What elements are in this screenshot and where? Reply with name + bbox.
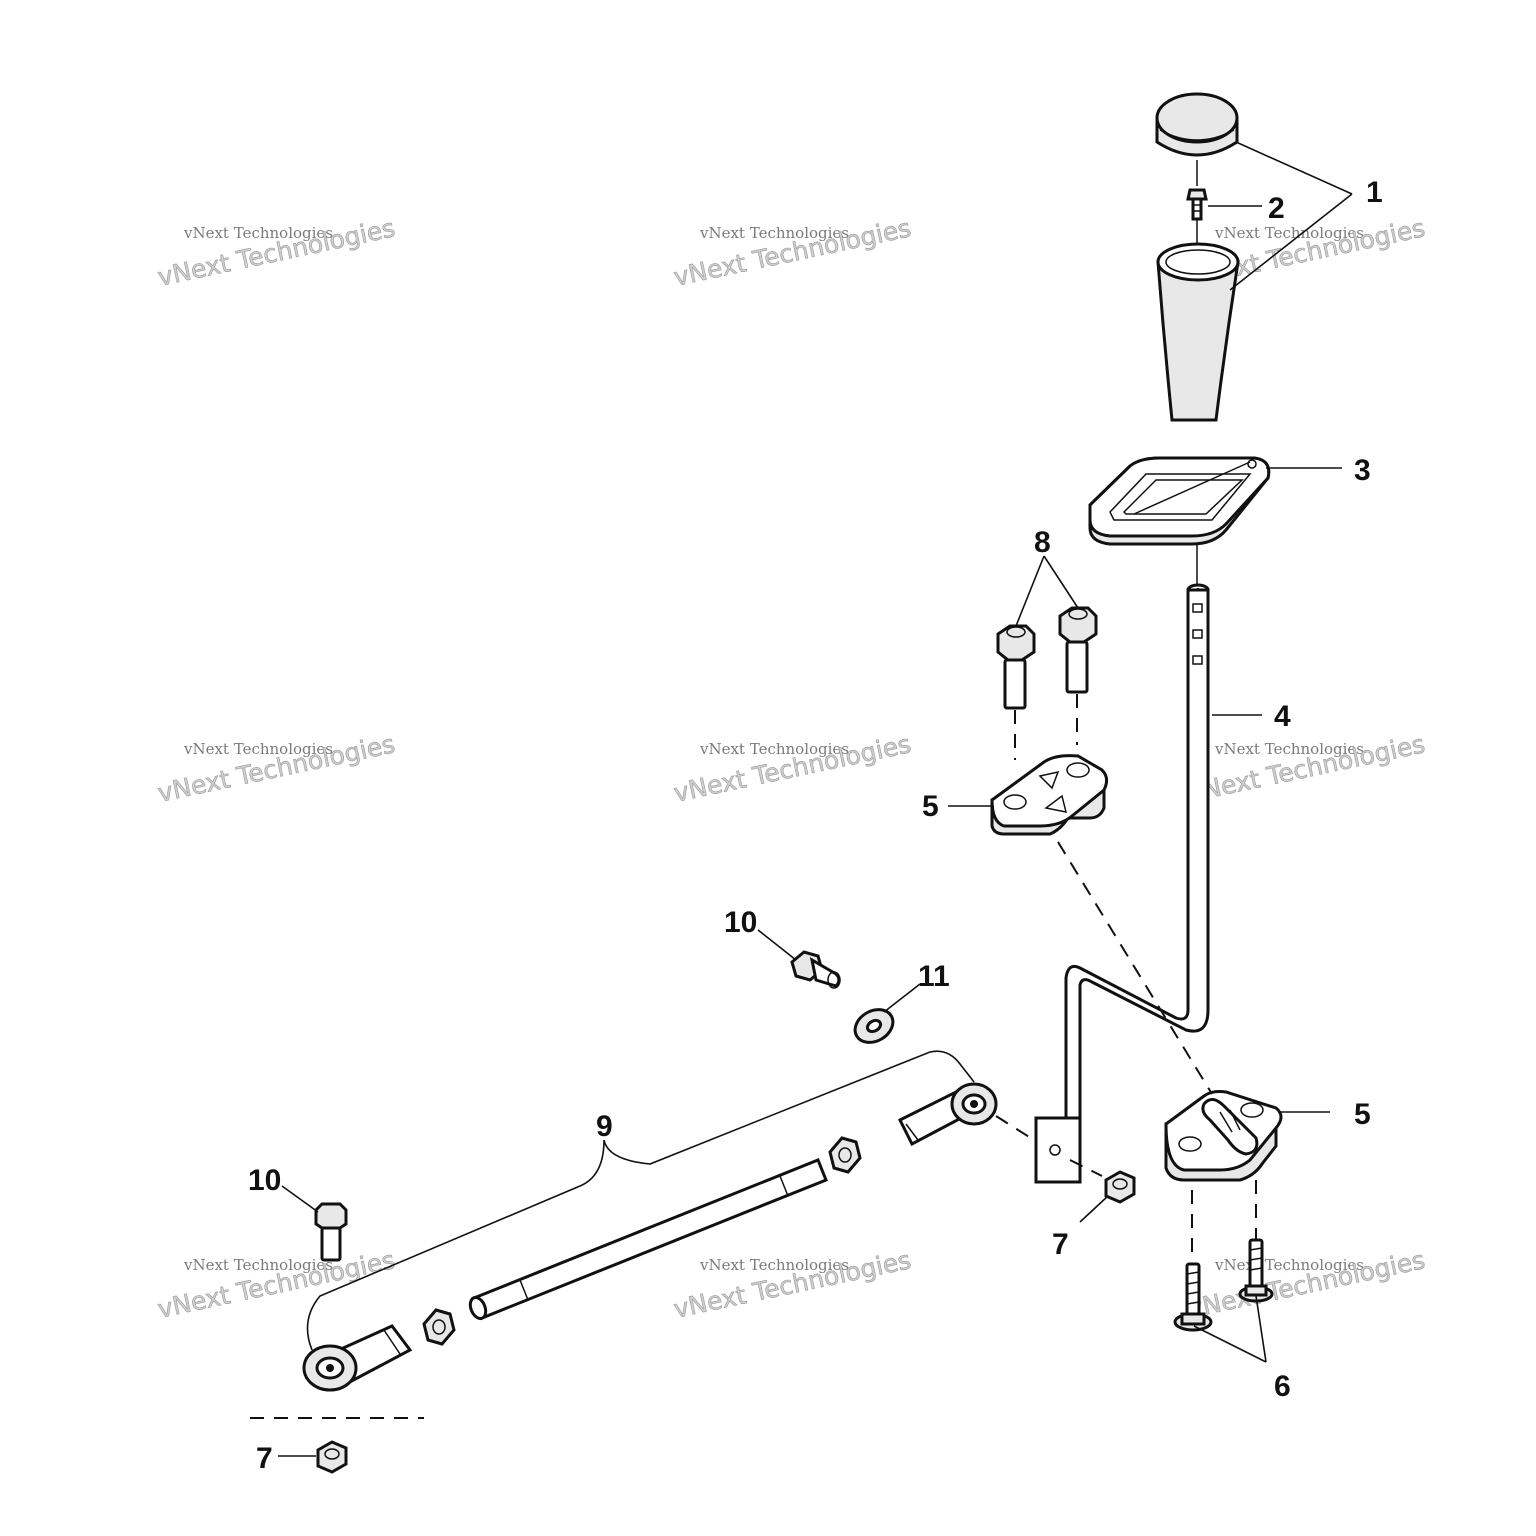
callout-10-upper: 10 [724,906,757,939]
watermark-top-center: vNext Technologies vNext Technologies [671,213,914,292]
callout-5-upper: 5 [922,790,939,823]
svg-text:vNext Technologies: vNext Technologies [699,1256,849,1274]
callout-9: 9 [596,1110,613,1143]
watermark-top-left: vNext Technologies vNext Technologies [155,213,398,292]
clamp-upper [990,754,1109,836]
rod-end-right [897,1082,998,1147]
knob-grip [1156,242,1240,422]
set-screw [1186,188,1208,221]
nut-bottom-left [316,1440,348,1474]
clamp-lower [1164,1090,1283,1182]
rod-end-left [302,1324,413,1392]
callout-8: 8 [1034,526,1051,559]
svg-text:vNext Technologies: vNext Technologies [183,740,333,758]
watermark-mid-center: vNext Technologies vNext Technologies [671,729,914,808]
bolt-left [996,624,1036,710]
bolt-upper [790,950,841,989]
watermark-bottom-center: vNext Technologies vNext Technologies [671,1245,914,1324]
bolt-right [1058,606,1098,694]
screw-left [1173,1262,1213,1332]
jam-nut-right [828,1136,862,1174]
threaded-rod [468,1158,828,1321]
jam-nut-left [422,1308,456,1346]
svg-text:vNext Technologies: vNext Technologies [183,1256,333,1274]
shift-boot-ring [1088,456,1271,546]
leader-lines [278,141,1353,1457]
dashline-tab-nut [1069,1159,1103,1177]
callout-3: 3 [1354,454,1371,487]
watermark-mid-right: vNext Technologies vNext Technologies [1185,729,1428,808]
svg-text:vNext Technologies: vNext Technologies [699,740,849,758]
washer [853,1008,895,1044]
screw-right [1238,1238,1274,1303]
watermark-bottom-left: vNext Technologies vNext Technologies [155,1245,398,1324]
watermark-mid-left: vNext Technologies vNext Technologies [155,729,398,808]
callout-6: 6 [1274,1370,1291,1403]
svg-text:vNext Technologies: vNext Technologies [183,224,333,242]
shift-lever [1034,583,1210,1184]
callout-1: 1 [1366,176,1383,209]
nut-right [1104,1170,1136,1204]
watermark-bottom-right: vNext Technologies vNext Technologies [1185,1245,1428,1324]
svg-text:vNext Technologies: vNext Technologies [699,224,849,242]
callout-4: 4 [1274,700,1291,733]
svg-text:vNext Technologies: vNext Technologies [1214,740,1364,758]
callout-11: 11 [918,960,950,993]
callout-7-right: 7 [1052,1228,1069,1261]
callout-2: 2 [1268,192,1285,225]
knob-cap [1155,92,1239,157]
dashline-clamps [1057,841,1213,1095]
dashline-rodend-tab [995,1115,1035,1141]
callout-10-lower: 10 [248,1164,281,1197]
callout-5-lower: 5 [1354,1098,1371,1131]
svg-text:vNext Technologies: vNext Technologies [1214,224,1364,242]
bolt-lower-left [314,1202,348,1262]
callout-7-bottom-left: 7 [256,1442,273,1475]
